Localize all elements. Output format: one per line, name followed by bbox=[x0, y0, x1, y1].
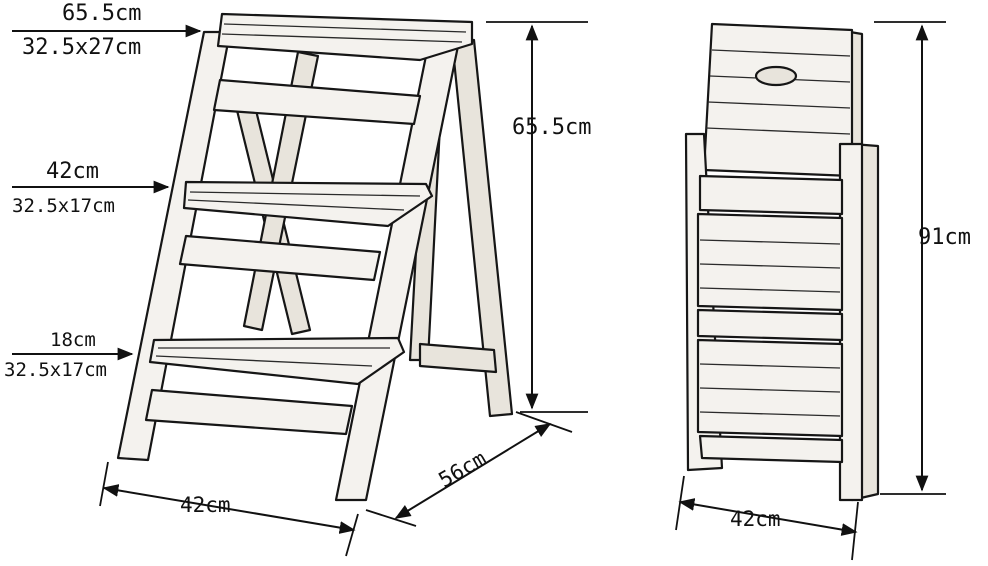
lower-step-height-label: 18cm bbox=[50, 329, 96, 351]
folded-width-dimension bbox=[678, 498, 858, 536]
unfolded-stool-illustration bbox=[116, 12, 514, 502]
folded-right-leg bbox=[838, 142, 864, 502]
middle-step-size-label: 32.5x17cm bbox=[12, 195, 115, 217]
unfolded-depth-dimension bbox=[394, 423, 552, 519]
folded-board-1 bbox=[698, 174, 844, 216]
folded-top-board bbox=[702, 22, 854, 178]
top-step bbox=[216, 12, 474, 62]
top-step-size-label: 32.5x27cm bbox=[22, 35, 141, 60]
top-step-height-label: 65.5cm bbox=[62, 1, 141, 26]
middle-step bbox=[182, 180, 434, 228]
folded-board-4 bbox=[696, 338, 844, 438]
middle-step-height-label: 42cm bbox=[46, 159, 99, 184]
lower-step-size-label: 32.5x17cm bbox=[4, 359, 107, 381]
folded-stool-illustration bbox=[684, 22, 880, 502]
unfolded-width-label: 42cm bbox=[180, 493, 231, 517]
handle-hole bbox=[754, 65, 798, 87]
folded-height-label: 91cm bbox=[918, 225, 971, 250]
folded-width-label: 42cm bbox=[730, 507, 781, 531]
dimension-lines bbox=[12, 21, 946, 561]
rear-rung bbox=[418, 342, 498, 374]
lower-rail bbox=[144, 388, 354, 436]
unfolded-width-dimension bbox=[102, 484, 356, 534]
unfolded-height-label: 65.5cm bbox=[512, 115, 591, 140]
folded-board-3 bbox=[696, 308, 844, 342]
folded-board-5 bbox=[698, 434, 844, 464]
unfolded-depth-label: 56cm bbox=[435, 446, 491, 492]
middle-rail bbox=[178, 234, 382, 282]
upper-rail bbox=[212, 78, 422, 126]
folded-board-2 bbox=[696, 212, 844, 312]
